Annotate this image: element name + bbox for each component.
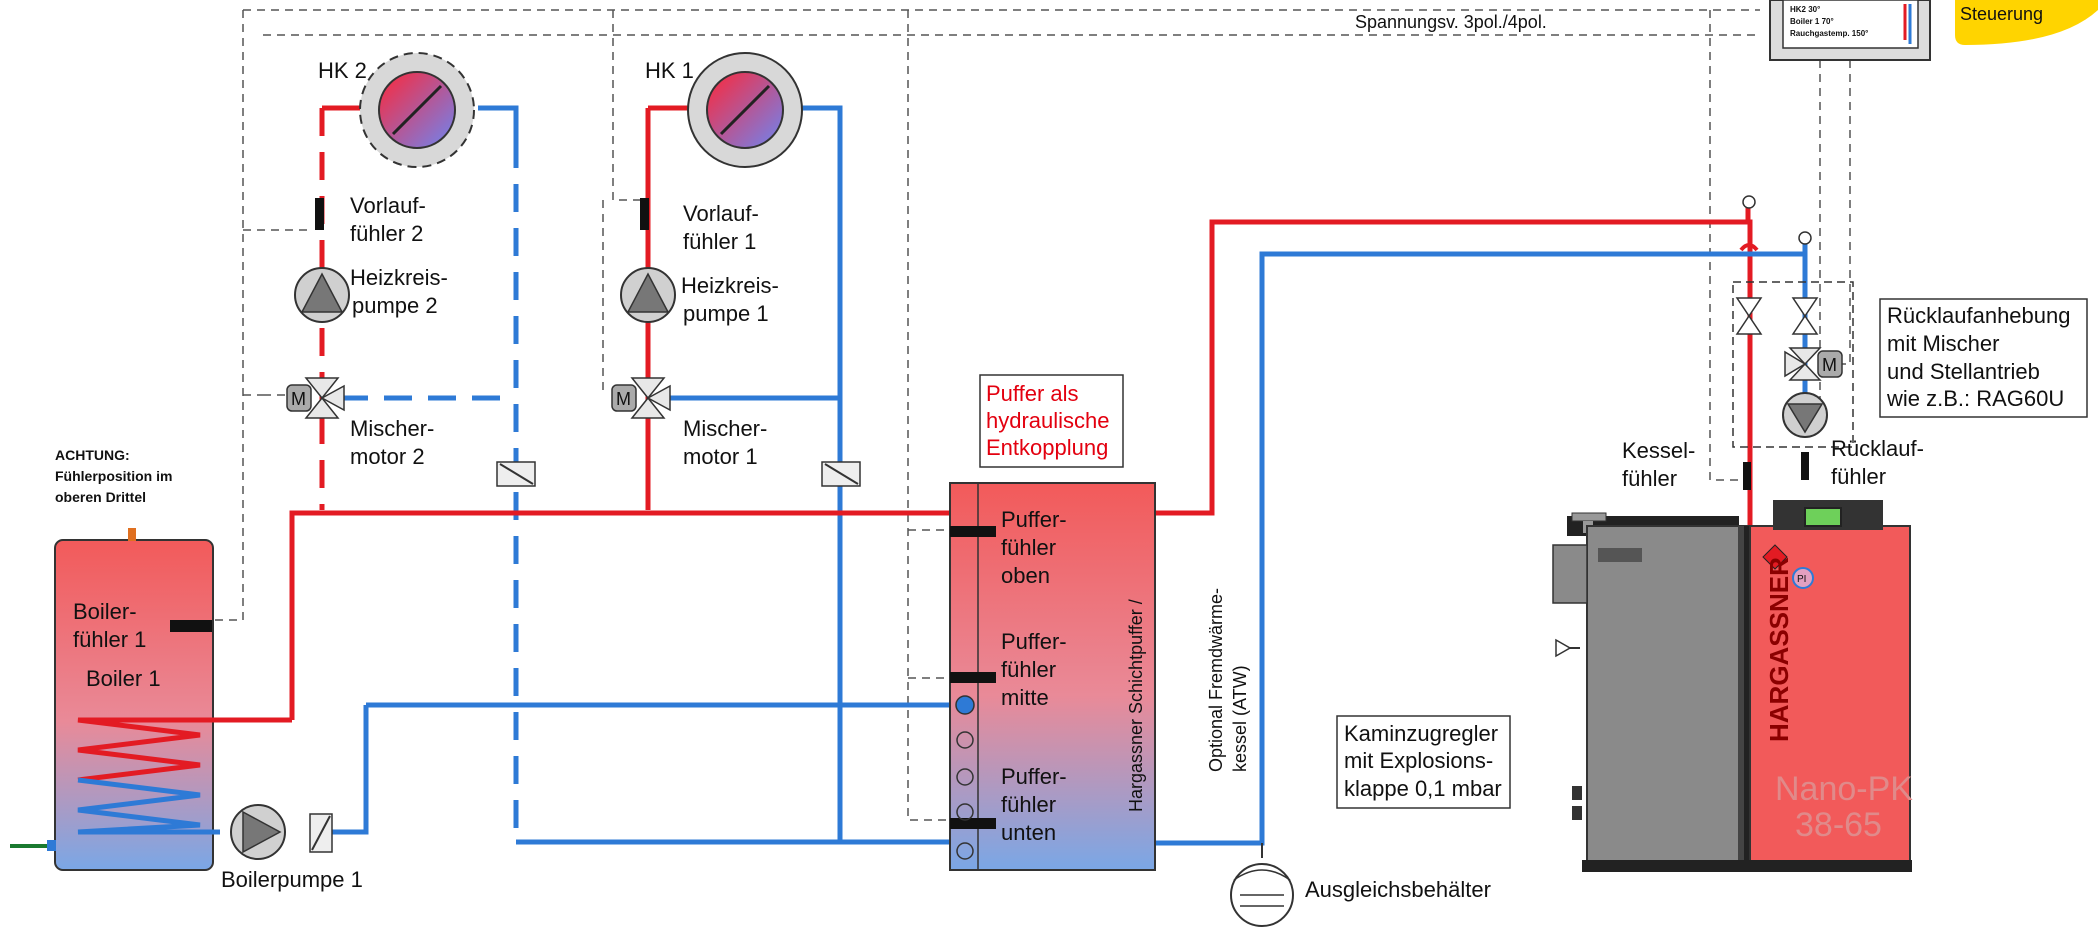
label-mischer-m-rl: M	[1822, 355, 1837, 375]
label-pi: PI	[1797, 574, 1806, 585]
boiler-tank	[10, 528, 292, 871]
label-atw-2: kessel (ATW)	[1230, 665, 1250, 772]
label-pumpe-2-a: Heizkreis-	[350, 265, 448, 290]
label-display-3: Rauchgastemp. 150°	[1790, 29, 1868, 38]
label-spannungsversorgung: Spannungsv. 3pol./4pol.	[1355, 12, 1547, 32]
labels: HK 2 HK 1 Vorlauf- fühler 2 Vorlauf- füh…	[55, 4, 2070, 902]
expansion-vessel	[1230, 843, 1294, 927]
label-pufferfuehler-mitte-3: mitte	[1001, 685, 1049, 710]
label-ruecklauffuehler-2: fühler	[1831, 464, 1886, 489]
label-pufferfuehler-mitte-1: Puffer-	[1001, 629, 1067, 654]
label-ruecklauffuehler-1: Rücklauf-	[1831, 436, 1924, 461]
label-brand: HARGASSNER	[1764, 557, 1794, 742]
label-pufferfuehler-oben-3: oben	[1001, 563, 1050, 588]
label-hk2: HK 2	[318, 58, 367, 83]
label-pumpe-1-a: Heizkreis-	[681, 273, 779, 298]
label-kesselfuehler-1: Kessel-	[1622, 438, 1695, 463]
label-mischer-m-1: M	[616, 389, 631, 409]
label-achtung-1: ACHTUNG:	[55, 447, 130, 463]
label-boiler: Boiler 1	[86, 666, 161, 691]
controller-panel	[1769, 0, 1931, 61]
hk1-circuit	[611, 52, 861, 842]
label-puffer-note-3: Entkopplung	[986, 435, 1108, 460]
buffer-tank	[949, 482, 1156, 871]
pellet-boiler	[1552, 500, 1912, 872]
label-kaminzug-1: Kaminzugregler	[1344, 721, 1498, 746]
label-steuerung: Steuerung	[1960, 4, 2043, 24]
label-boilerfuehler-a: Boiler-	[73, 599, 137, 624]
label-kesselfuehler-2: fühler	[1622, 466, 1677, 491]
label-pufferfuehler-oben-1: Puffer-	[1001, 507, 1067, 532]
label-vorlauffuehler-2-a: Vorlauf-	[350, 193, 426, 218]
return-lift-group	[1732, 195, 1854, 490]
label-achtung-2: Fühlerposition im	[55, 468, 172, 484]
label-kaminzug-2: mit Explosions-	[1344, 748, 1493, 773]
label-pufferfuehler-mitte-2: fühler	[1001, 657, 1056, 682]
label-ruecklaufanhebung-1: Rücklaufanhebung	[1887, 303, 2070, 328]
label-hk1: HK 1	[645, 58, 694, 83]
label-ausgleichsbehaelter: Ausgleichsbehälter	[1305, 877, 1491, 902]
label-boilerfuehler-b: fühler 1	[73, 627, 146, 652]
label-mischer-2-b: motor 2	[350, 444, 425, 469]
label-model-1: Nano-PK	[1775, 770, 1913, 808]
label-vorlauffuehler-1-b: fühler 1	[683, 229, 756, 254]
label-display-2: Boiler 1 70°	[1790, 17, 1834, 26]
label-puffer-note-2: hydraulische	[986, 408, 1110, 433]
label-schichtpuffer: Hargassner Schichtpuffer /	[1126, 599, 1146, 812]
label-pufferfuehler-unten-2: fühler	[1001, 792, 1056, 817]
label-pumpe-2-b: pumpe 2	[352, 293, 438, 318]
buffer-note-box	[979, 374, 1124, 468]
hk2-circuit	[286, 52, 536, 842]
label-pufferfuehler-unten-3: unten	[1001, 820, 1056, 845]
label-mischer-1-b: motor 1	[683, 444, 758, 469]
return-lift-note-box	[1879, 298, 2088, 418]
label-pufferfuehler-oben-2: fühler	[1001, 535, 1056, 560]
label-kaminzug-3: klappe 0,1 mbar	[1344, 776, 1502, 801]
label-mischer-1-a: Mischer-	[683, 416, 767, 441]
label-model-2: 38-65	[1795, 806, 1882, 844]
label-mischer-2-a: Mischer-	[350, 416, 434, 441]
label-pufferfuehler-unten-1: Puffer-	[1001, 764, 1067, 789]
label-achtung-3: oberen Drittel	[55, 489, 146, 505]
boiler-pump	[230, 804, 333, 860]
label-ruecklaufanhebung-2: mit Mischer	[1887, 331, 1999, 356]
steuerung-badge	[1955, 0, 2098, 45]
label-mischer-m-2: M	[291, 389, 306, 409]
label-ruecklaufanhebung-3: und Stellantrieb	[1887, 359, 2040, 384]
kaminzug-box	[1336, 715, 1511, 809]
label-display-1: HK2 30°	[1790, 5, 1820, 14]
label-boilerpumpe: Boilerpumpe 1	[221, 867, 363, 892]
label-pumpe-1-b: pumpe 1	[683, 301, 769, 326]
label-puffer-note-1: Puffer als	[986, 381, 1079, 406]
label-vorlauffuehler-2-b: fühler 2	[350, 221, 423, 246]
label-vorlauffuehler-1-a: Vorlauf-	[683, 201, 759, 226]
label-ruecklaufanhebung-4: wie z.B.: RAG60U	[1886, 386, 2064, 411]
label-atw-1: Optional Fremdwärme-	[1206, 588, 1226, 772]
